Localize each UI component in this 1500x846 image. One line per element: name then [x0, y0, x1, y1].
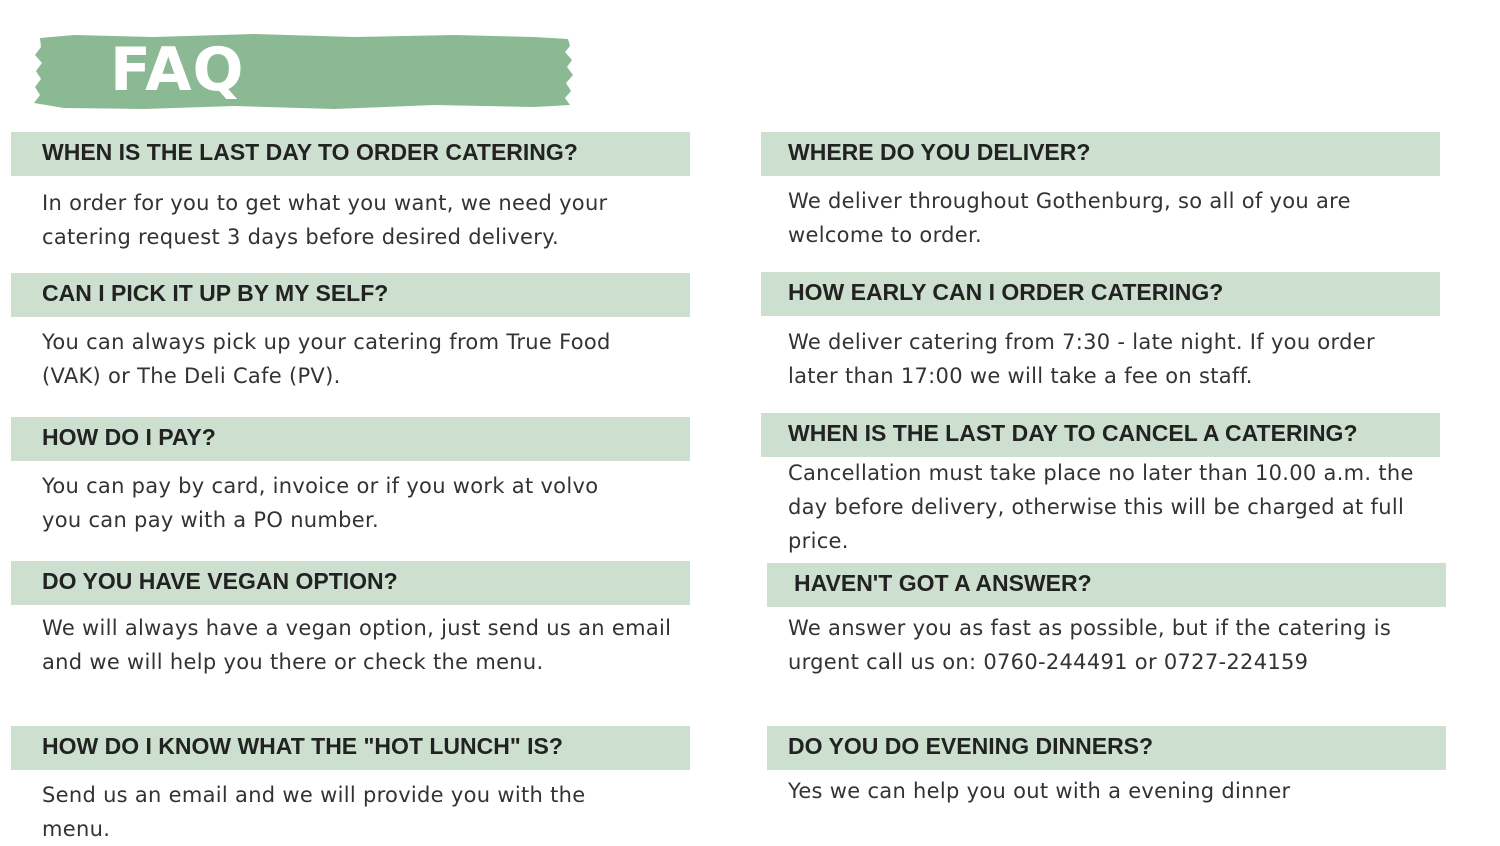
faq-answer: Send us an email and we will provide you…	[42, 783, 586, 841]
faq-question: HOW DO I PAY?	[11, 417, 690, 461]
faq-answer: We answer you as fast as possible, but i…	[788, 616, 1392, 674]
faq-answer: We will always have a vegan option, just…	[42, 616, 672, 674]
faq-question: CAN I PICK IT UP BY MY SELF?	[11, 273, 690, 317]
faq-answer: In order for you to get what you want, w…	[42, 191, 608, 249]
faq-question: WHEN IS THE LAST DAY TO ORDER CATERING?	[11, 132, 690, 176]
faq-answer: You can always pick up your catering fro…	[42, 330, 611, 388]
faq-question: HAVEN'T GOT A ANSWER?	[767, 563, 1446, 607]
faq-answer: We deliver throughout Gothenburg, so all…	[788, 189, 1351, 247]
faq-question: HOW DO I KNOW WHAT THE "HOT LUNCH" IS?	[11, 726, 690, 770]
faq-question: WHEN IS THE LAST DAY TO CANCEL A CATERIN…	[761, 413, 1440, 457]
page-title: FAQ	[110, 35, 245, 105]
faq-answer: Cancellation must take place no later th…	[788, 461, 1414, 553]
faq-answer: Yes we can help you out with a evening d…	[788, 779, 1291, 803]
faq-question: DO YOU HAVE VEGAN OPTION?	[11, 561, 690, 605]
faq-question: HOW EARLY CAN I ORDER CATERING?	[761, 272, 1440, 316]
faq-question: WHERE DO YOU DELIVER?	[761, 132, 1440, 176]
brush-stroke-banner	[34, 34, 573, 109]
faq-answer: You can pay by card, invoice or if you w…	[42, 474, 599, 532]
faq-question: DO YOU DO EVENING DINNERS?	[767, 726, 1446, 770]
faq-banner: FAQ	[34, 34, 574, 110]
faq-answer: We deliver catering from 7:30 - late nig…	[788, 330, 1375, 388]
